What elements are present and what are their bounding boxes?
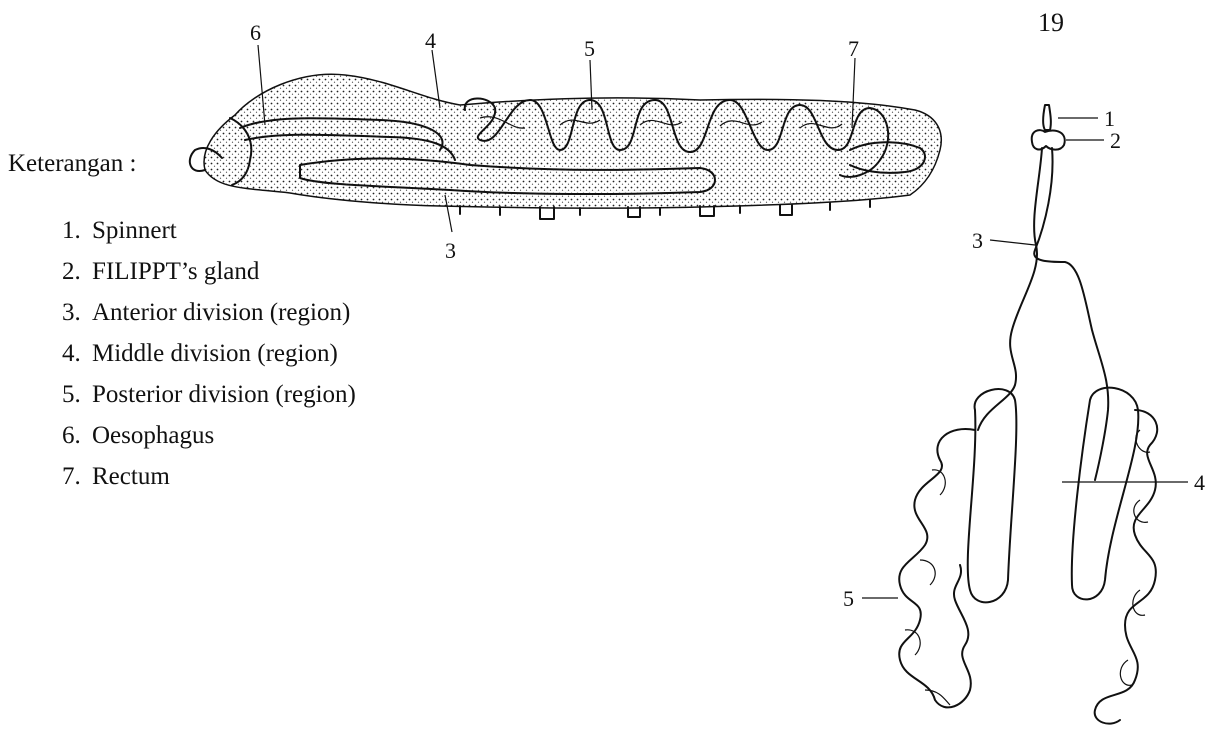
larva-body bbox=[204, 74, 941, 208]
spinneret bbox=[1043, 105, 1051, 130]
larva-label-6: 6 bbox=[250, 20, 261, 45]
larva-illustration bbox=[190, 74, 941, 219]
middle-reservoir-left bbox=[968, 389, 1017, 602]
posterior-coils-left bbox=[899, 429, 975, 707]
larva-label-4: 4 bbox=[425, 28, 436, 53]
larva-label-3: 3 bbox=[445, 238, 456, 263]
posterior-coils-right bbox=[1095, 410, 1158, 724]
anterior-duct-left bbox=[978, 148, 1042, 430]
posterior-coils-right-inner bbox=[1120, 430, 1150, 685]
posterior-coils-left-inner bbox=[905, 470, 950, 705]
gland-label-5: 5 bbox=[843, 586, 854, 611]
larva-label-7: 7 bbox=[848, 36, 859, 61]
silk-gland-illustration bbox=[899, 105, 1157, 724]
larva-label-5: 5 bbox=[584, 36, 595, 61]
gland-label-4: 4 bbox=[1194, 470, 1205, 495]
gland-label-3: 3 bbox=[972, 228, 983, 253]
filippi-gland bbox=[1032, 130, 1065, 150]
middle-reservoir-right bbox=[1072, 388, 1139, 600]
anterior-duct-right bbox=[1034, 148, 1108, 480]
gland-label-2: 2 bbox=[1110, 128, 1121, 153]
